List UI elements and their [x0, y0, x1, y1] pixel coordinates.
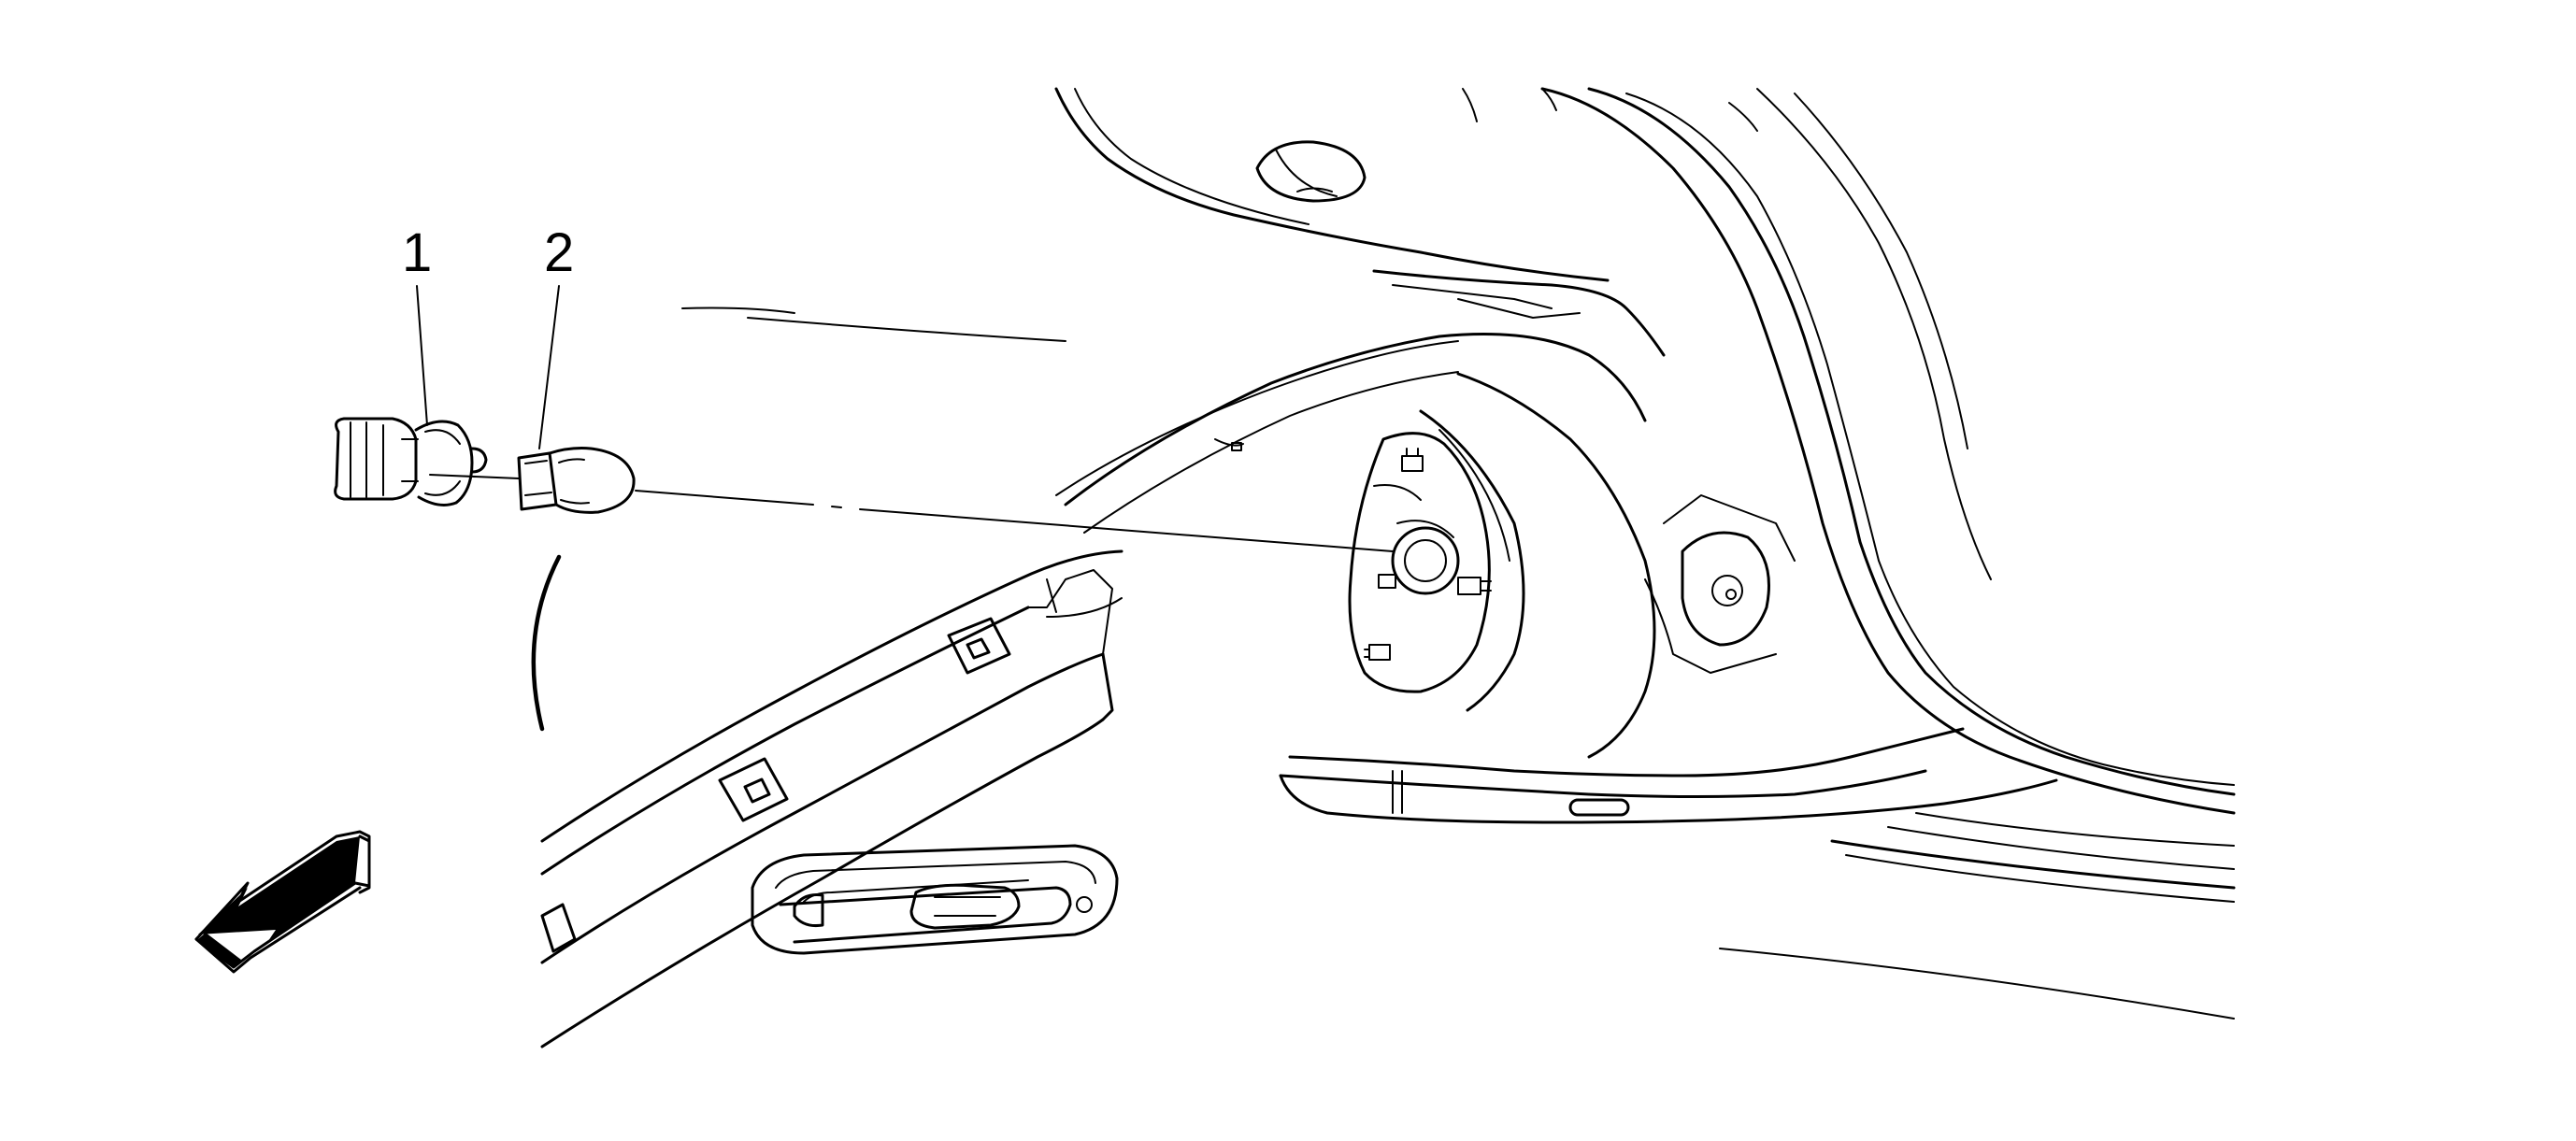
callout-2-label: 2: [544, 222, 574, 283]
lamp-housing-edge: [531, 554, 562, 732]
bulb-socket: [334, 417, 488, 506]
rear-trim-panel: [540, 340, 1459, 1048]
callout-1-leader: [416, 285, 428, 426]
callout-2-leader: [538, 285, 560, 449]
lamp-lens-assembly: [751, 844, 1119, 955]
body-contour-2: [747, 317, 1066, 342]
body-contour-3: [1719, 948, 2235, 1020]
installation-path-line: [635, 490, 1394, 552]
quarter-panel-inner: [1054, 87, 2236, 903]
socket-to-bulb-line: [429, 474, 520, 479]
body-contour-1: [681, 307, 795, 314]
front-direction-arrow-icon: [194, 830, 371, 974]
bulb: [517, 447, 636, 514]
callout-1-label: 1: [402, 222, 432, 283]
callout-2: 2: [538, 222, 574, 449]
callout-1: 1: [402, 222, 432, 426]
